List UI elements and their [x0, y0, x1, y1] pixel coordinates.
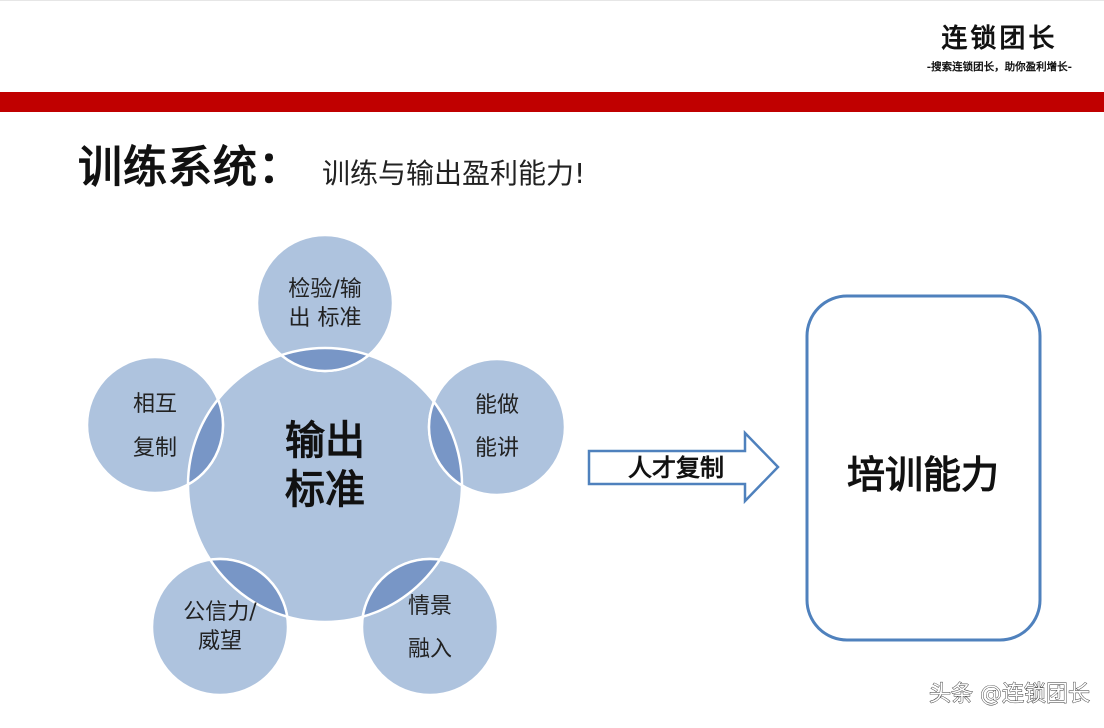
satellite-label-mutual-copy-line2: 复制 [133, 436, 177, 461]
satellite-label-scenario-line2: 融入 [408, 637, 452, 662]
slide-subtitle: 训练与输出盈利能力! [322, 157, 586, 190]
satellite-label-mutual-copy-line1: 相互 [133, 392, 177, 417]
satellite-label-do-speak-line1: 能做 [475, 393, 519, 418]
satellite-label-inspect-line1: 检验/输 [288, 277, 361, 302]
overlap-lens-credibility [188, 559, 288, 622]
satellite-label-credibility-line1: 公信力/ [183, 600, 257, 625]
watermark-text: 头条 @连锁团长 [929, 682, 1090, 707]
satellite-label-credibility-line2: 威望 [198, 629, 242, 654]
overlap-arc-do-speak [427, 357, 462, 497]
brand-name: 连锁团长 [941, 24, 1058, 54]
talent-copy-arrow [587, 429, 780, 505]
overlap-arc-mutual-copy [188, 355, 225, 495]
overlap-lens-scenario [362, 559, 462, 622]
overlap-arc-scenario [360, 557, 462, 622]
center-arc-do-speak [429, 359, 464, 495]
training-ability-box [805, 294, 1042, 642]
brand-block: 连锁团长 -搜索连锁团长，助你盈利增长- [927, 22, 1072, 74]
result-box-label: 培训能力 [847, 453, 999, 497]
overlap-arc-inspect [255, 348, 395, 373]
slide-title: 训练系统： [78, 142, 303, 193]
center-label-line2: 标准 [285, 467, 365, 513]
satellite-label-do-speak-line2: 能讲 [475, 436, 519, 461]
brand-slogan: -搜索连锁团长，助你盈利增长- [926, 61, 1072, 73]
satellite-label-inspect-line2: 出 标准 [289, 306, 362, 331]
top-divider [0, 0, 1104, 1]
satellite-label-scenario-line1: 情景 [408, 594, 452, 619]
header-red-bar [0, 92, 1104, 112]
center-label-line1: 输出 [285, 418, 365, 464]
overlap-arc-credibility [188, 557, 290, 622]
arrow-label: 人才复制 [628, 454, 724, 482]
center-arc-inspect [257, 346, 393, 371]
